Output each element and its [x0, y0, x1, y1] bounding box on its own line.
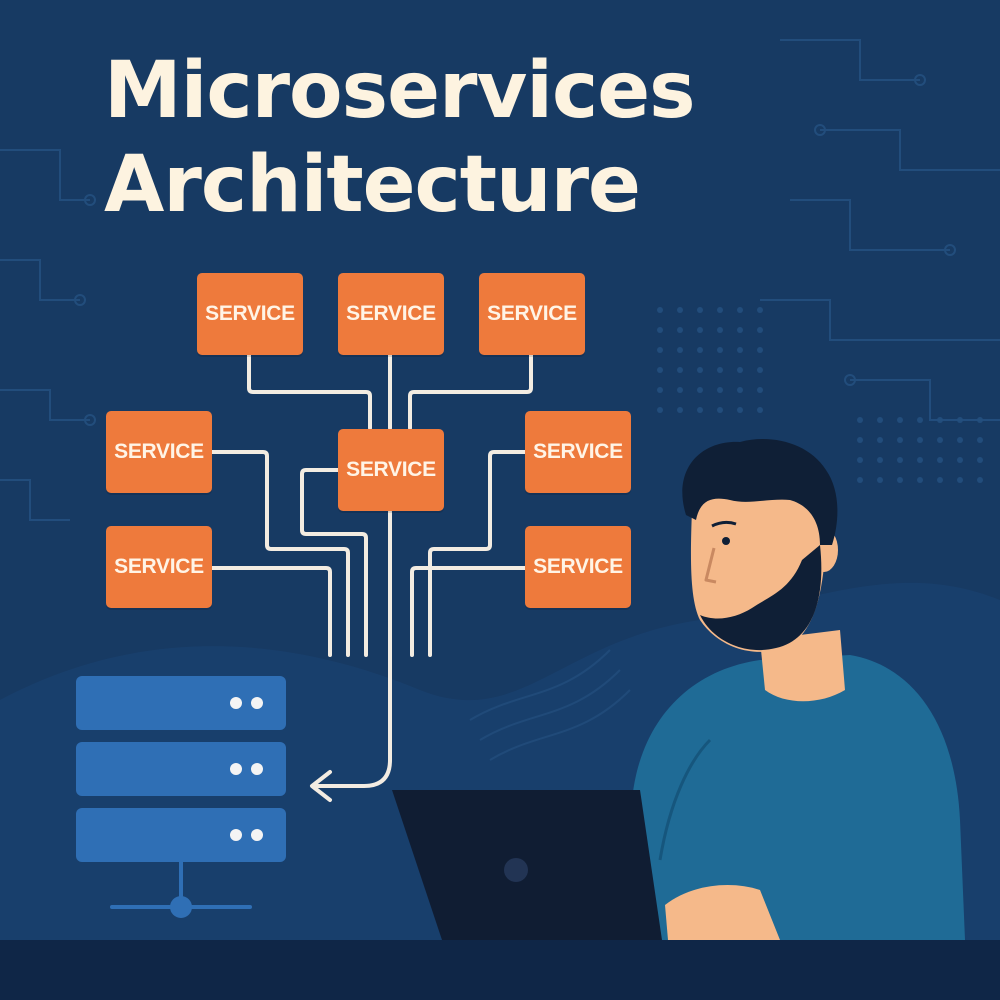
server-led: [230, 763, 242, 775]
developer-illustration: [632, 439, 965, 940]
connector: [210, 566, 332, 657]
sweater: [632, 655, 965, 940]
server-led: [251, 829, 263, 841]
server-led: [251, 763, 263, 775]
connector: [410, 566, 527, 657]
laptop-logo: [504, 858, 528, 882]
page-title-line-1: Microservices: [104, 46, 696, 136]
network-node: [170, 896, 192, 918]
nose: [704, 547, 717, 584]
server-led: [230, 697, 242, 709]
beard: [700, 545, 822, 651]
desk: [0, 940, 1000, 1000]
arrow-icon: [310, 770, 332, 802]
server-unit: [76, 742, 286, 796]
service-box: SERVICE: [525, 526, 631, 608]
server-stack-icon: [76, 676, 286, 918]
connector: [428, 450, 527, 657]
connector: [247, 352, 372, 430]
service-box: SERVICE: [106, 526, 212, 608]
laptop-screen: [392, 790, 662, 940]
server-unit: [76, 808, 286, 862]
page-title-line-2: Architecture: [104, 140, 641, 230]
connector: [210, 450, 350, 657]
service-box: SERVICE: [338, 273, 444, 355]
connector: [408, 352, 533, 430]
service-box: SERVICE: [525, 411, 631, 493]
hand: [665, 885, 780, 940]
connector: [300, 468, 368, 657]
sweater-fold: [658, 738, 712, 861]
service-box: SERVICE: [197, 273, 303, 355]
server-unit: [76, 676, 286, 730]
mouth: [711, 599, 743, 608]
laptop-icon: [392, 790, 662, 940]
server-led: [230, 829, 242, 841]
server-led: [251, 697, 263, 709]
service-box: SERVICE: [479, 273, 585, 355]
service-box: SERVICE: [338, 429, 444, 511]
connector-lines: [210, 352, 533, 788]
connector: [312, 510, 392, 788]
eye: [722, 537, 730, 545]
eyebrow: [711, 520, 737, 528]
hair: [682, 439, 838, 545]
service-box: SERVICE: [106, 411, 212, 493]
